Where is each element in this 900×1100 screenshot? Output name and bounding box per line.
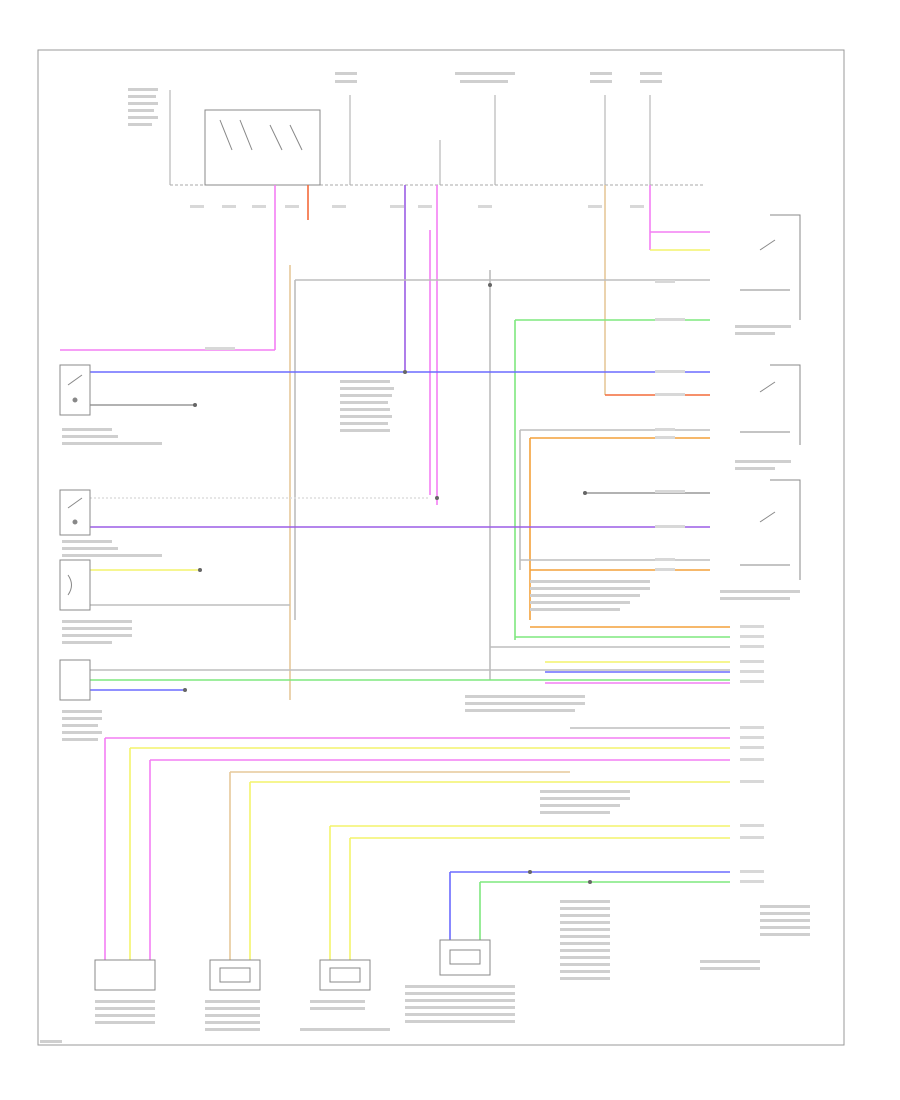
fuse-feeds — [169, 90, 651, 185]
faded-labels — [40, 72, 810, 1043]
horizontal-wires — [60, 231, 730, 883]
splice-dots — [183, 283, 592, 884]
switch-icon — [59, 559, 91, 611]
switch-icon — [59, 489, 91, 536]
relay-icon — [740, 364, 801, 445]
switch-icon — [59, 364, 91, 416]
sensor-icon — [94, 959, 156, 991]
sensor-drops — [104, 738, 481, 960]
fuse-box-icon — [204, 109, 321, 186]
connector-icon — [59, 659, 91, 701]
relay-icon — [740, 214, 801, 320]
sensor-icon — [209, 959, 261, 991]
relay-icon — [740, 479, 801, 580]
sensor-icon — [319, 959, 371, 991]
sensor-icon — [439, 939, 491, 976]
diagram-frame — [37, 49, 845, 1046]
wire-tags — [190, 205, 764, 883]
vertical-wires — [274, 185, 651, 700]
